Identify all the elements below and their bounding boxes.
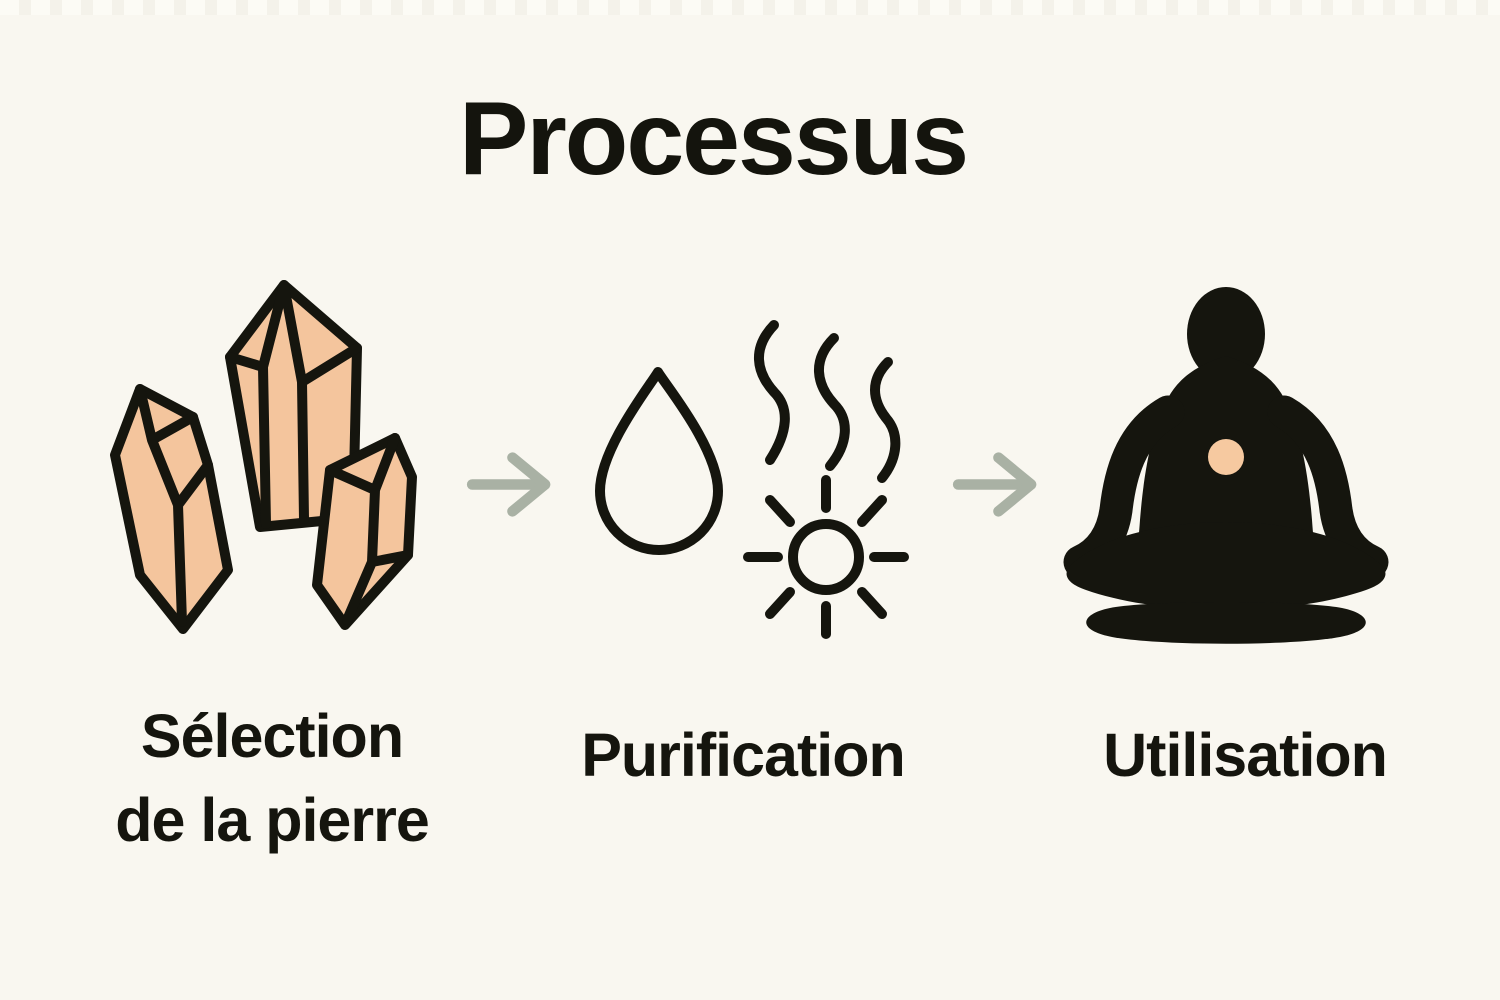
incense-smoke-icon <box>754 320 901 483</box>
step-label-utilisation: Utilisation <box>1103 721 1388 789</box>
step-label-purification: Purification <box>581 721 906 789</box>
page-title: Processus <box>458 81 969 197</box>
arrow-right-icon <box>952 448 1044 520</box>
arrow-right-icon <box>466 448 558 520</box>
meditation-silhouette <box>1063 287 1389 644</box>
step-label-selection: Sélection de la pierre <box>22 694 522 862</box>
chakra-dot <box>1208 439 1244 475</box>
water-drop-icon <box>580 350 760 570</box>
crystal-left <box>110 384 233 634</box>
step-label-line: Sélection <box>140 702 404 770</box>
decorative-top-border <box>0 0 1500 15</box>
meditation-person-icon <box>1050 270 1450 660</box>
crystals-icon <box>90 270 450 650</box>
step-label-line: de la pierre <box>115 786 430 854</box>
crystal-center <box>225 280 362 532</box>
sun-smoke-icon <box>730 300 930 650</box>
crystal-right <box>312 433 417 630</box>
sun-icon <box>743 475 909 639</box>
